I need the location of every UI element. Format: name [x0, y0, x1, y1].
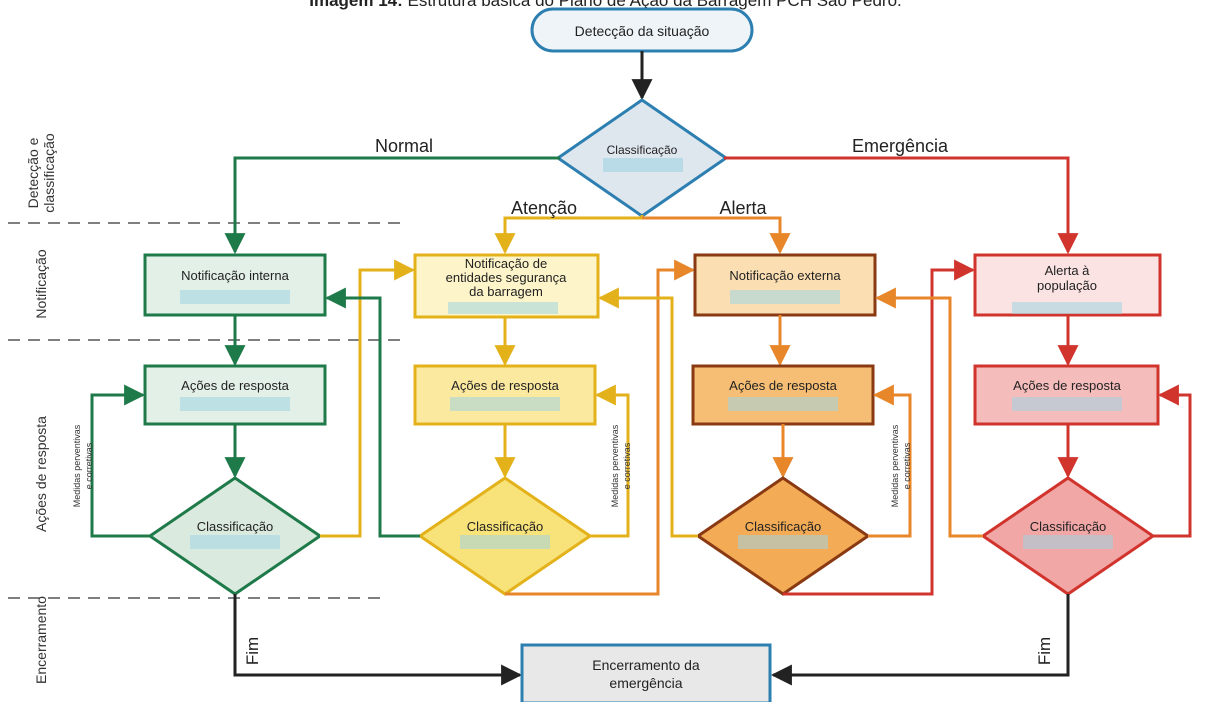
- branch-label-emergencia: Emergência: [852, 136, 949, 156]
- escalate-orange-to-red: [783, 259, 976, 596]
- notif-label-red-1: Alerta à: [1045, 263, 1091, 278]
- caption-bold: Imagem 14:: [309, 0, 403, 10]
- branch-atencao-line: [494, 215, 644, 255]
- notif-label-red-2: população: [1037, 278, 1097, 293]
- loop-yellow: [590, 384, 630, 538]
- deescalate-yellow-to-green: [324, 287, 420, 538]
- loop-red: [1153, 384, 1192, 538]
- branch-label-alerta: Alerta: [719, 198, 767, 218]
- figure-caption: Imagem 14: Estrutura básica do Plano de …: [0, 0, 1211, 11]
- acoes-label-orange: Ações de resposta: [729, 378, 837, 393]
- classif-label-green: Classificação: [197, 519, 274, 534]
- acoes-label-green: Ações de resposta: [181, 378, 289, 393]
- branch-emergencia-line: [724, 156, 1079, 255]
- column-yellow: Notificação de entidades segurança da ba…: [324, 253, 696, 596]
- phase-label-acoes: Ações de resposta: [33, 416, 49, 532]
- notif-label-yellow-1: Notificação de: [465, 256, 547, 271]
- branch-normal-line: [224, 156, 560, 255]
- acoes-label-red: Ações de resposta: [1013, 378, 1121, 393]
- notif-label-yellow-3: da barragem: [469, 284, 543, 299]
- escalate-yellow-to-orange: [505, 259, 696, 596]
- phase-label-notificacao: Notificação: [33, 249, 49, 318]
- notif-box-orange: [693, 253, 877, 317]
- loop-label-yellow-1: Medidas perventivas: [610, 424, 620, 507]
- column-green: Notificação interna Ações de resposta Cl…: [72, 253, 523, 686]
- acoes-box-yellow: [413, 364, 597, 426]
- loop-label-green-2: e corretivas: [84, 442, 94, 489]
- branch-label-atencao: Atenção: [511, 198, 577, 218]
- acoes-box-green: [143, 364, 327, 426]
- top-decision: Classificação: [555, 98, 729, 218]
- end-label-1: Encerramento da: [592, 657, 700, 673]
- escalate-green-to-yellow: [320, 259, 416, 538]
- notif-label-yellow-2: entidades segurança: [446, 270, 567, 285]
- acoes-box-orange: [691, 364, 875, 426]
- deescalate-red-to-orange: [874, 287, 983, 538]
- notif-label-orange: Notificação externa: [729, 268, 841, 283]
- branch-label-normal: Normal: [375, 136, 433, 156]
- column-red: Alerta à população Ações de resposta Cla…: [770, 253, 1192, 686]
- loop-label-yellow-2: e corretivas: [622, 442, 632, 489]
- loop-label-orange-2: e corretivas: [902, 442, 912, 489]
- phase-dividers: [8, 222, 400, 599]
- caption-text: Estrutura básica do Plano de Ação da Bar…: [402, 0, 902, 10]
- notif-box-green: [143, 253, 327, 317]
- deescalate-orange-to-yellow: [597, 287, 698, 538]
- loop-orange: [868, 384, 912, 538]
- classif-label-red: Classificação: [1030, 519, 1107, 534]
- fim-label-green: Fim: [243, 637, 262, 665]
- start-label: Detecção da situação: [575, 23, 710, 39]
- notif-label-green: Notificação interna: [181, 268, 289, 283]
- top-decision-label: Classificação: [607, 143, 678, 157]
- end-label-2: emergência: [609, 675, 682, 691]
- phase-label-encerramento: Encerramento: [33, 596, 49, 684]
- loop-green: [90, 384, 150, 538]
- acoes-label-yellow: Ações de resposta: [451, 378, 559, 393]
- phase-labels: Detecção e classificação Notificação Açõ…: [25, 133, 57, 684]
- column-orange: Notificação externa Ações de resposta Cl…: [597, 253, 976, 596]
- classif-label-yellow: Classificação: [467, 519, 544, 534]
- loop-label-green-1: Medidas perventivas: [72, 424, 82, 507]
- fim-green-line: [233, 594, 523, 686]
- phase-label-deteccao-1: Detecção e: [25, 137, 41, 208]
- fim-red-line: [770, 594, 1070, 686]
- branch-alerta-line: [642, 216, 791, 255]
- loop-label-orange-1: Medidas perventivas: [890, 424, 900, 507]
- end-node: Encerramento da emergência: [520, 643, 772, 702]
- phase-label-deteccao-2: classificação: [41, 133, 57, 213]
- fim-label-red: Fim: [1035, 637, 1054, 665]
- acoes-box-red: [973, 364, 1160, 426]
- start-node: Detecção da situação: [530, 7, 754, 53]
- classif-label-orange: Classificação: [745, 519, 822, 534]
